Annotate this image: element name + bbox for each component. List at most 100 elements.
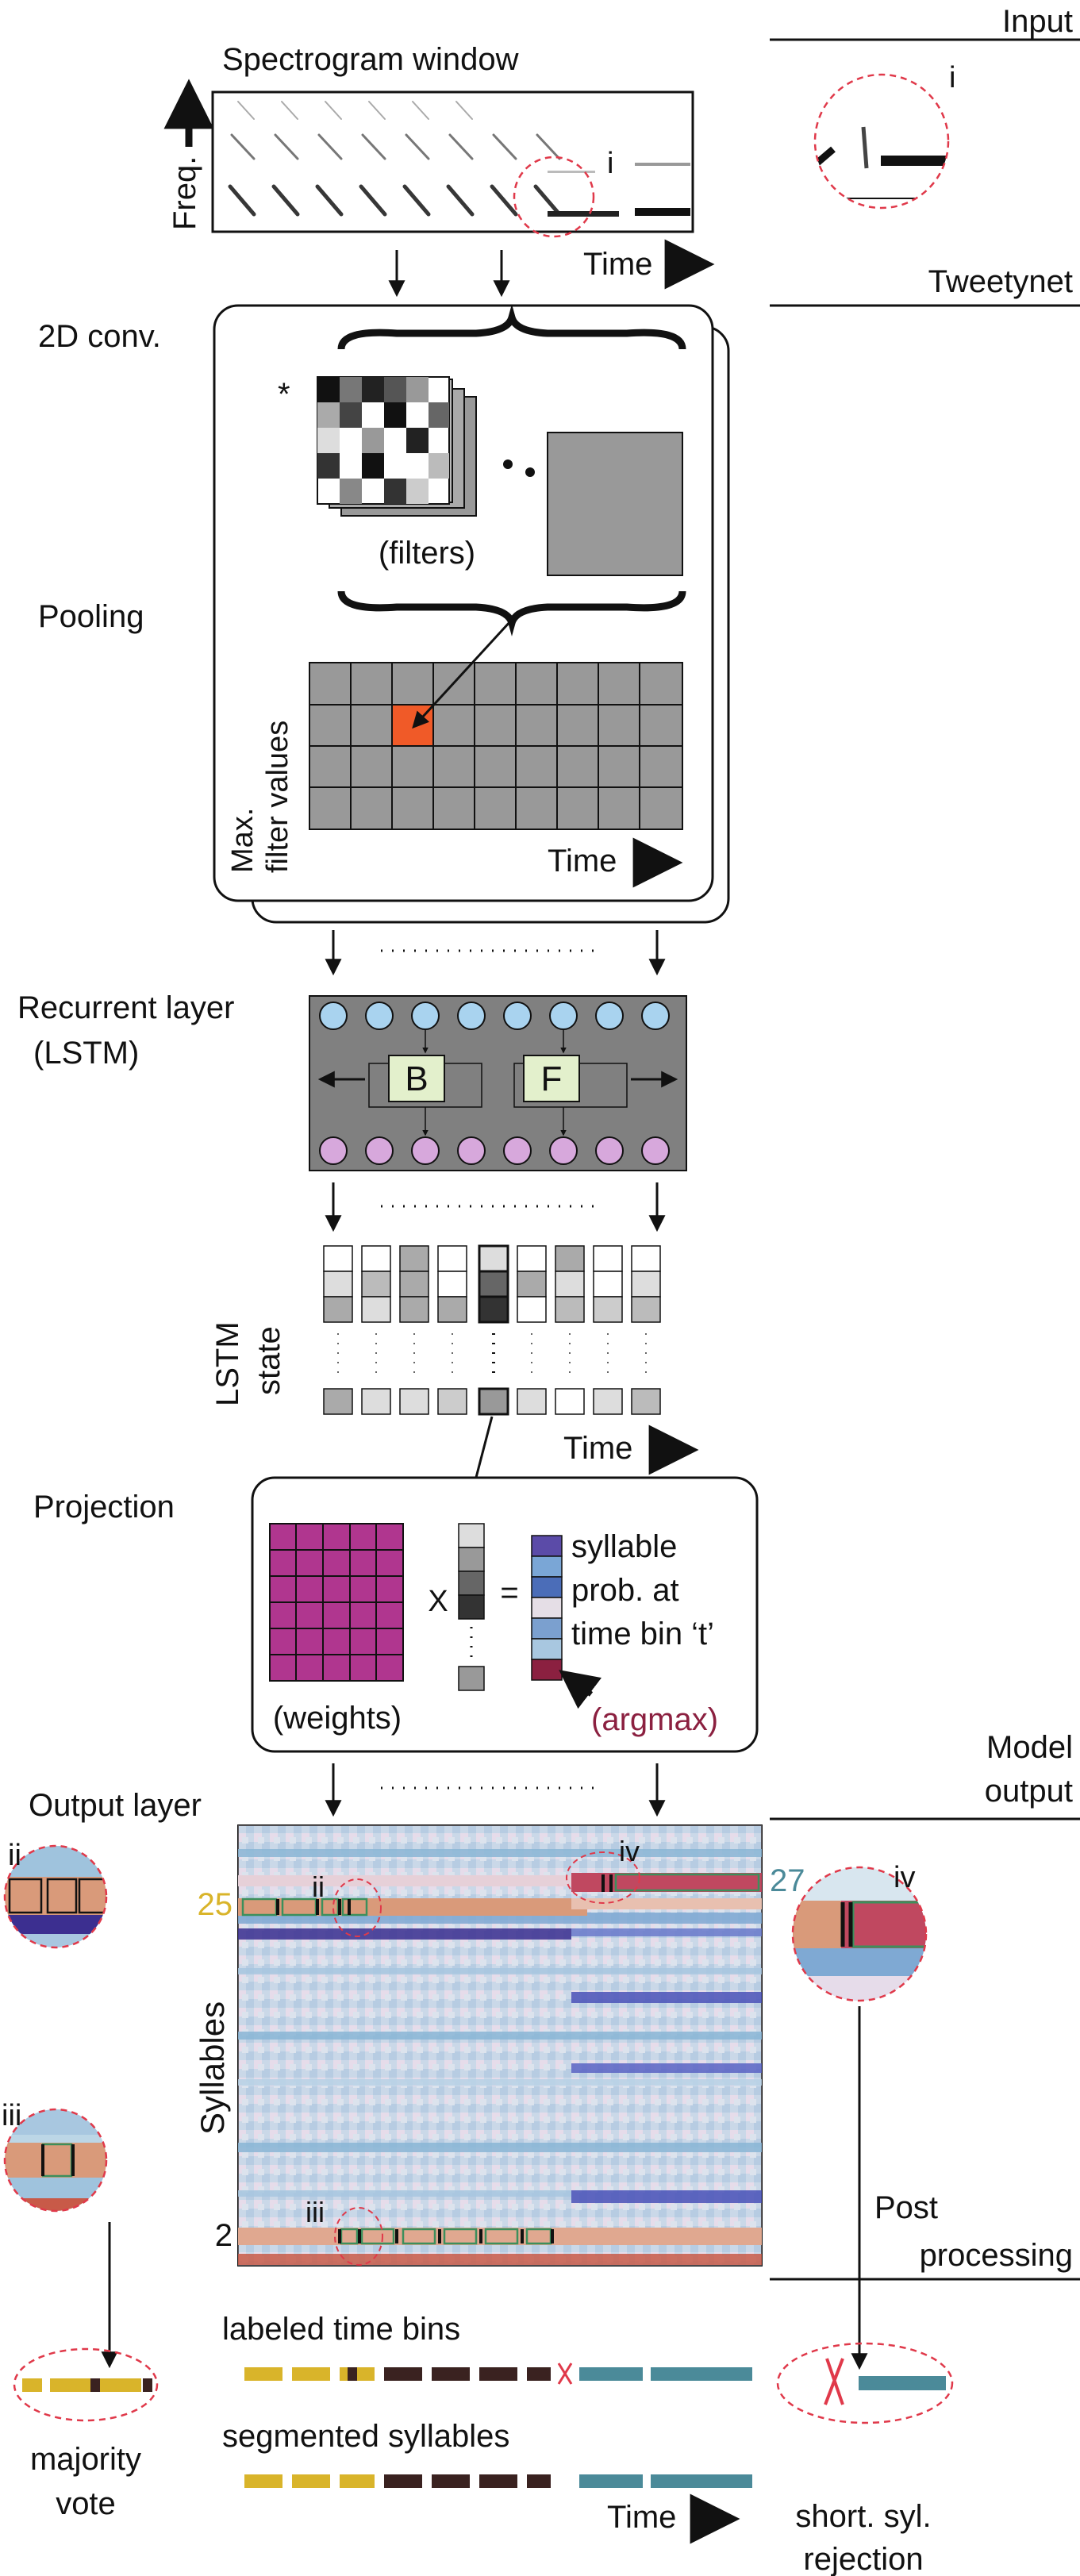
zoom-circle-iii-small	[334, 2207, 383, 2266]
feature-map	[547, 432, 683, 576]
state-col-8	[593, 1245, 623, 1415]
state-vector	[458, 1523, 485, 1691]
projection-label: Projection	[33, 1490, 175, 1524]
zoom-circle-iii	[3, 2108, 108, 2213]
zoom-label-ii-small: ii	[312, 1870, 325, 1903]
syllable-prob-label-3: time bin ‘t’	[571, 1617, 714, 1651]
short-syl-label-1: short. syl.	[795, 2499, 931, 2534]
num-2: 2	[215, 2218, 233, 2253]
recurrent-label-1: Recurrent layer	[17, 990, 234, 1025]
input-label: Input	[1002, 4, 1073, 39]
num-27: 27	[770, 1863, 805, 1898]
tweetynet-label: Tweetynet	[928, 264, 1073, 299]
zoom-circle-ii-small	[332, 1878, 382, 1937]
segmented-syllables-bar	[244, 2474, 752, 2488]
equals-sign: =	[500, 1575, 518, 1610]
model-output-label-1: Model	[986, 1730, 1073, 1765]
lstm-block: B F	[309, 995, 687, 1171]
majority-vote-ellipse	[13, 2347, 159, 2422]
weights-matrix	[269, 1523, 404, 1682]
weights-label: (weights)	[273, 1701, 402, 1736]
state-col-6	[517, 1245, 547, 1415]
num-25: 25	[198, 1887, 233, 1922]
output-row-2	[238, 2228, 762, 2245]
zoom-circle-ii	[3, 1844, 108, 1949]
filters-label: (filters)	[379, 536, 475, 571]
short-syl-label-2: rejection	[803, 2542, 923, 2576]
brace-bottom	[337, 590, 686, 636]
state-col-2	[361, 1245, 391, 1415]
time-label-bottom: Time	[607, 2500, 676, 2535]
post-processing-label-1: Post	[874, 2190, 938, 2225]
majority-vote-bar	[22, 2378, 152, 2392]
state-col-9	[631, 1245, 661, 1415]
output-layer-label: Output layer	[29, 1788, 202, 1823]
state-dots	[337, 1333, 647, 1381]
zoom-label-i: i	[949, 61, 955, 94]
labeled-time-bins-bar	[244, 2363, 752, 2385]
state-col-7	[555, 1245, 585, 1415]
backward-label: B	[405, 1059, 428, 1098]
state-col-4	[437, 1245, 467, 1415]
recurrent-label-2: (LSTM)	[33, 1036, 139, 1071]
lstm-state-label-2: state	[252, 1326, 286, 1395]
zoom-circle-iv-small	[566, 1851, 640, 1904]
output-segments-2	[340, 2228, 552, 2245]
zoom-circle-i-small	[513, 156, 595, 238]
state-col-5	[478, 1244, 509, 1416]
output-row-27	[571, 1873, 762, 1892]
time-label-pool: Time	[548, 844, 617, 879]
zoom-label-iv: iv	[894, 1861, 915, 1894]
forward-cell	[523, 1055, 580, 1102]
lstm-state-label-1: LSTM	[210, 1321, 245, 1406]
times-sign: X	[428, 1585, 448, 1618]
majority-vote-label-2: vote	[56, 2486, 116, 2521]
syllable-prob-label-2: prob. at	[571, 1573, 679, 1608]
filters-star: *	[278, 377, 290, 412]
conv2d-label: 2D conv.	[38, 319, 161, 354]
rejection-x	[824, 2358, 844, 2405]
output-heatmap	[237, 1824, 763, 2266]
output-row-25	[238, 1898, 587, 1916]
prob-vector	[531, 1535, 563, 1681]
max-filter-label-2: filter values	[261, 721, 294, 873]
argmax-label: (argmax)	[591, 1702, 718, 1737]
filter-stack	[317, 376, 683, 576]
zoom-label-iii: iii	[2, 2099, 21, 2132]
post-processing-label-2: processing	[920, 2238, 1073, 2273]
state-col-1	[323, 1245, 353, 1415]
lstm-input-nodes	[319, 1002, 670, 1030]
freq-axis: Freq.	[163, 79, 214, 230]
labeled-time-bins-label: labeled time bins	[222, 2312, 460, 2347]
syllables-label: Syllables	[194, 2001, 231, 2135]
forward-label: F	[541, 1059, 563, 1098]
zoom-circle-iv	[791, 1866, 928, 2002]
freq-label: Freq.	[167, 156, 202, 230]
segmented-syllables-label: segmented syllables	[222, 2419, 509, 2454]
syllable-prob-label-1: syllable	[571, 1529, 677, 1564]
zoom-circle-i	[813, 73, 950, 210]
rejected-bin-x	[557, 2363, 573, 2385]
majority-vote-label-1: majority	[30, 2442, 141, 2477]
zoom-label-i-small: i	[607, 147, 613, 180]
lstm-state-columns	[323, 1244, 661, 1416]
arrow-filter-to-max	[412, 609, 521, 729]
pooling-label: Pooling	[38, 599, 144, 634]
state-col-3	[399, 1245, 429, 1415]
argmax-arrow	[559, 1670, 602, 1709]
time-label-lstm: Time	[563, 1431, 632, 1466]
lstm-output-nodes	[319, 1136, 670, 1165]
time-label-input: Time	[583, 247, 652, 282]
backward-cell	[388, 1055, 445, 1102]
argmax-cell	[531, 1659, 563, 1681]
max-filter-label-1: Max.	[226, 808, 259, 873]
zoom-label-iii-small: iii	[306, 2196, 325, 2228]
zoom-i-detail	[815, 75, 948, 208]
pooling-grid	[309, 662, 683, 830]
spectrogram-window-label: Spectrogram window	[222, 42, 519, 77]
brace-top	[337, 304, 686, 350]
rejection-ellipse	[776, 2342, 954, 2424]
filter-grid	[317, 376, 450, 505]
model-output-label-2: output	[985, 1774, 1073, 1809]
